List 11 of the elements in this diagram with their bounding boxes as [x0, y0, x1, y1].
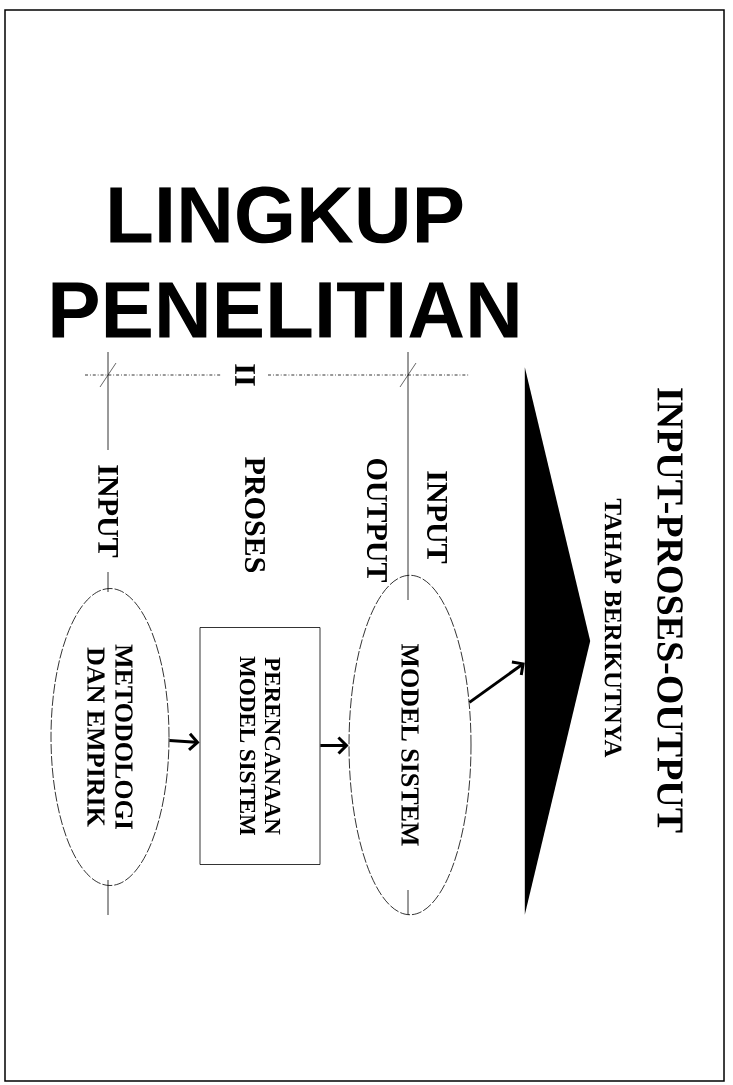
arrow [169, 732, 200, 751]
process-box: PERENCANAAN MODEL SISTEM [199, 627, 321, 865]
stage-label: INPUT [426, 469, 448, 565]
stage-heading: INPUT-PROSES-OUTPUT [656, 385, 684, 835]
stage-label: PROSES [243, 455, 267, 575]
stage-label: INPUT [97, 463, 119, 559]
roman-numeral: II [234, 362, 256, 388]
arrow [468, 660, 525, 704]
wedge-arrow [524, 367, 591, 915]
title: LINGKUP PENELITIAN [52, 186, 518, 338]
arrow [320, 736, 349, 755]
